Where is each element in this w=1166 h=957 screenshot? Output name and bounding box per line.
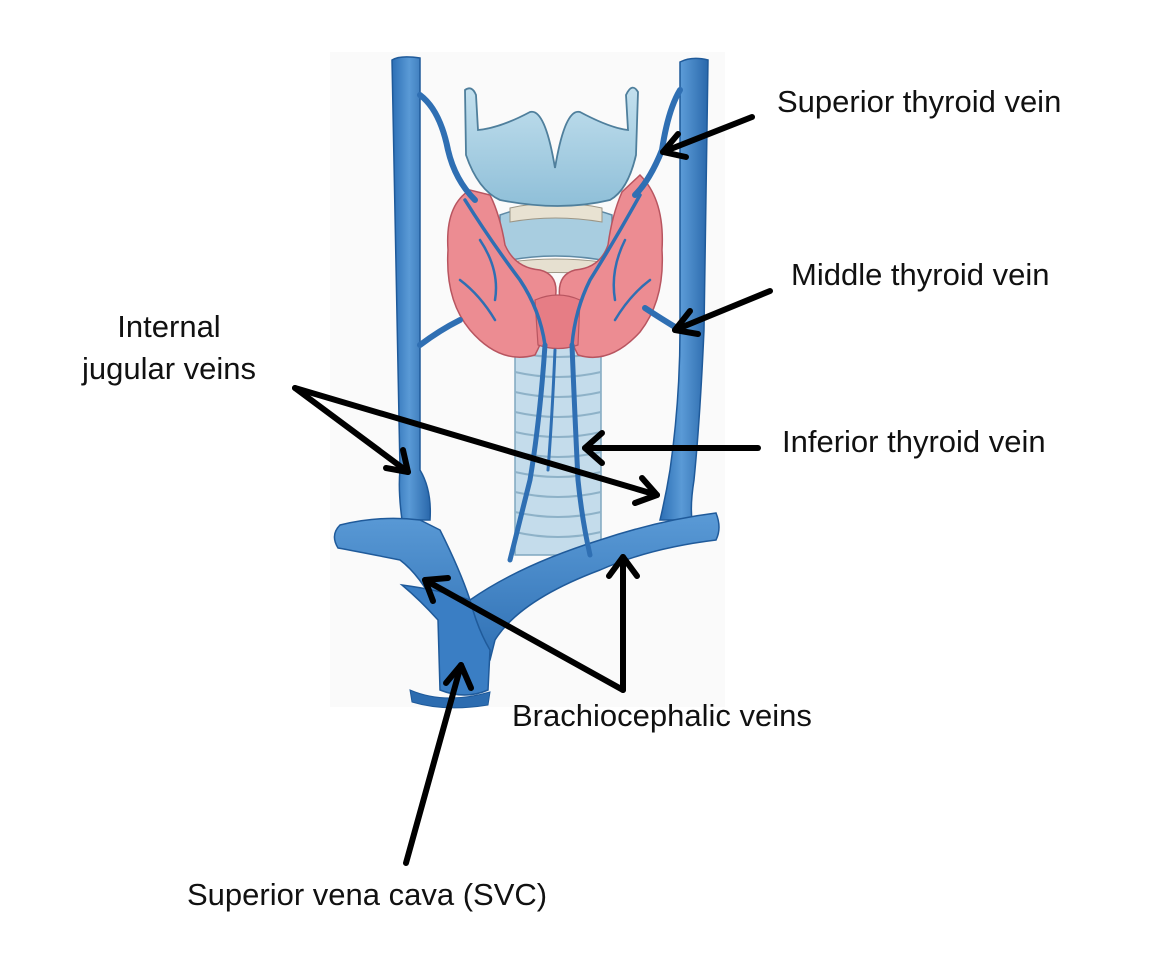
label-ijv-line2: jugular veins [81, 351, 257, 386]
cricoid-cartilage [499, 202, 613, 276]
thyroid-gland [446, 173, 664, 359]
right-internal-jugular-vein [659, 57, 709, 521]
arrow-svc [403, 662, 464, 866]
arrow-ijv-left [292, 385, 411, 475]
label-superior-vena-cava: Superior vena cava (SVC) [187, 877, 548, 912]
thyroid-cartilage [464, 86, 639, 207]
label-superior-thyroid-vein: Superior thyroid vein [777, 84, 1062, 119]
left-internal-jugular-vein [391, 56, 432, 521]
arrow-ijv-right [292, 385, 660, 498]
label-inferior-thyroid-vein: Inferior thyroid vein [782, 424, 1046, 459]
arrow-brachio-left [422, 577, 626, 693]
arrow-superior-thyroid [660, 114, 755, 155]
label-middle-thyroid-vein: Middle thyroid vein [791, 257, 1050, 292]
brachiocephalic-veins [333, 512, 720, 661]
label-brachiocephalic-veins: Brachiocephalic veins [512, 698, 812, 733]
label-ijv-line1: Internal [117, 309, 221, 344]
annotation-arrows [292, 114, 773, 866]
label-internal-jugular-veins: Internal jugular veins [60, 306, 278, 390]
arrow-middle-thyroid [672, 288, 773, 333]
